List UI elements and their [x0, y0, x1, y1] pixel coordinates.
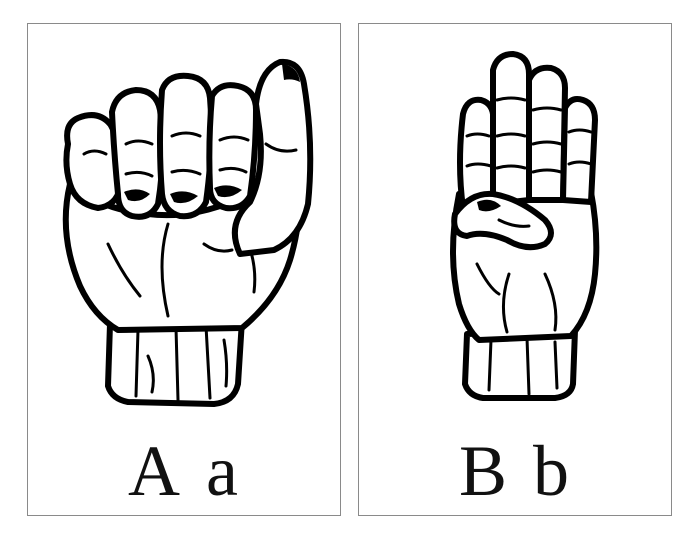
- lowercase-letter: a: [206, 431, 240, 511]
- hand-sign-a-icon: [62, 58, 314, 407]
- uppercase-letter: A: [128, 431, 183, 511]
- hand-sign-b-icon: [450, 51, 600, 401]
- uppercase-letter: B: [458, 431, 510, 511]
- lowercase-letter: b: [533, 431, 572, 511]
